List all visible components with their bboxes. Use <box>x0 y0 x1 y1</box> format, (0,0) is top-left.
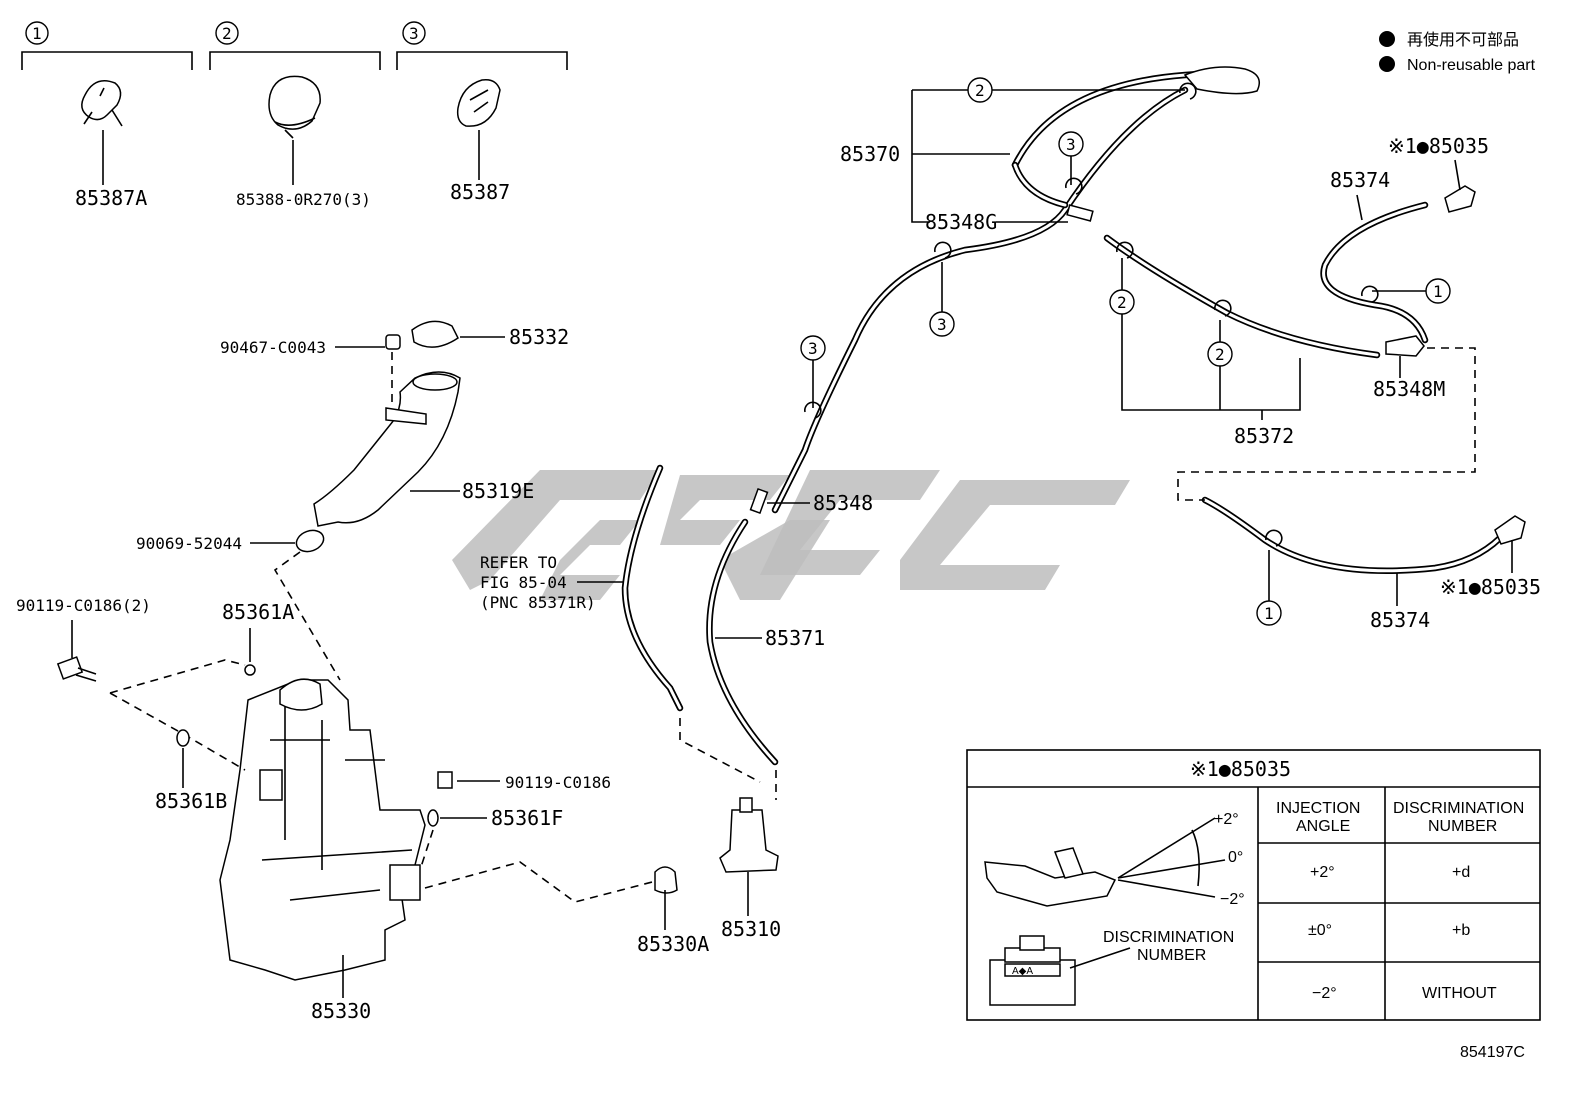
header-injection-angle-1: INJECTION <box>1276 800 1360 817</box>
part-85035-bottom: ※1●85035 <box>1440 575 1541 599</box>
clip-group-1: 1 85387A <box>21 21 193 210</box>
part-85319E: 85319E <box>462 479 534 503</box>
legend-en: Non-reusable part <box>1407 57 1536 74</box>
part-85361B: 85361B <box>155 789 227 813</box>
callout-1-top: 1 <box>1433 282 1443 301</box>
bolt-90119 <box>437 771 453 789</box>
refer-note-line2: FIG 85-04 <box>480 573 567 592</box>
inset-disc-label-2: NUMBER <box>1137 947 1206 964</box>
part-90119-C0186-2: 90119-C0186(2) <box>16 596 151 615</box>
inset-title: ※1●85035 <box>1190 757 1291 781</box>
callout-3-c: 3 <box>808 339 818 358</box>
nozzle-marking: A◆A <box>1012 966 1033 977</box>
hose-assembly-85370 <box>771 66 1260 514</box>
row2-number: +b <box>1452 922 1470 939</box>
part-85035-top: ※1●85035 <box>1388 134 1489 158</box>
part-85348: 85348 <box>813 491 873 515</box>
bracket-85372 <box>1121 258 1301 420</box>
part-85361F: 85361F <box>491 806 563 830</box>
part-85374-top: 85374 <box>1330 168 1390 192</box>
clip-group-3: 3 85387 <box>396 21 568 204</box>
bolt-90119-left <box>56 656 97 682</box>
angle-plus-2: +2° <box>1214 811 1239 828</box>
washer-tank-85330 <box>219 678 426 981</box>
part-85374-bottom: 85374 <box>1370 608 1430 632</box>
part-85387A: 85387A <box>75 186 147 210</box>
inset-disc-label-1: DISCRIMINATION <box>1103 929 1234 946</box>
callout-3-a: 3 <box>1066 135 1076 154</box>
row3-angle: −2° <box>1312 985 1337 1002</box>
part-85330A: 85330A <box>637 932 709 956</box>
part-85372: 85372 <box>1234 424 1294 448</box>
header-injection-angle-2: ANGLE <box>1296 818 1350 835</box>
legend-jp: 再使用不可部品 <box>1407 31 1519 49</box>
clip-group-2-num: 2 <box>222 24 232 43</box>
refer-note-line1: REFER TO <box>480 553 557 572</box>
row1-number: +d <box>1452 864 1470 881</box>
clip-group-1-num: 1 <box>32 24 42 43</box>
part-85330: 85330 <box>311 999 371 1023</box>
washer-pump-85310 <box>719 797 779 873</box>
part-85348M: 85348M <box>1373 377 1445 401</box>
hose-85374-top <box>1320 185 1476 357</box>
filler-neck-85319E <box>295 320 461 553</box>
callout-2-top <box>967 77 993 103</box>
part-90069-52044: 90069-52044 <box>136 534 242 553</box>
row1-angle: +2° <box>1310 864 1335 881</box>
callout-2-top-num: 2 <box>975 81 985 100</box>
part-85371: 85371 <box>765 626 825 650</box>
callout-2-mid: 2 <box>1215 345 1225 364</box>
part-85370: 85370 <box>840 142 900 166</box>
legend: 再使用不可部品 Non-reusable part <box>1379 31 1536 74</box>
part-85332: 85332 <box>509 325 569 349</box>
part-85388-0R270: 85388-0R270(3) <box>236 190 371 209</box>
part-90119-C0186: 90119-C0186 <box>505 773 611 792</box>
refer-note-line3: (PNC 85371R) <box>480 593 596 612</box>
part-85361A: 85361A <box>222 600 294 624</box>
dashed-link-hoses <box>1177 347 1476 501</box>
hose-85374-bottom <box>1201 496 1526 575</box>
header-discrimination-number-1: DISCRIMINATION <box>1393 800 1524 817</box>
clip-group-3-num: 3 <box>409 24 419 43</box>
part-85348G: 85348G <box>925 210 997 234</box>
part-85310: 85310 <box>721 917 781 941</box>
callout-3-b: 3 <box>937 315 947 334</box>
angle-minus-2: −2° <box>1220 891 1245 908</box>
callout-2-left: 2 <box>1117 293 1127 312</box>
clip-group-2: 2 85388-0R270(3) <box>209 21 381 209</box>
angle-zero: 0° <box>1228 849 1243 866</box>
row2-angle: ±0° <box>1308 922 1332 939</box>
bracket-85370 <box>911 89 1185 223</box>
dashed-link-pump <box>424 861 661 903</box>
grommet-85330A <box>654 866 678 894</box>
hose-assembly-85372 <box>1103 234 1381 359</box>
row3-number: WITHOUT <box>1422 985 1497 1002</box>
figure-id: 854197C <box>1460 1044 1525 1061</box>
part-85387: 85387 <box>450 180 510 204</box>
nozzle-inset-table: ※1●85035 INJECTION ANGLE DISCRIMINATION … <box>966 749 1541 1021</box>
part-90467-C0043: 90467-C0043 <box>220 338 326 357</box>
callout-1-bottom: 1 <box>1264 604 1274 623</box>
header-discrimination-number-2: NUMBER <box>1428 818 1497 835</box>
